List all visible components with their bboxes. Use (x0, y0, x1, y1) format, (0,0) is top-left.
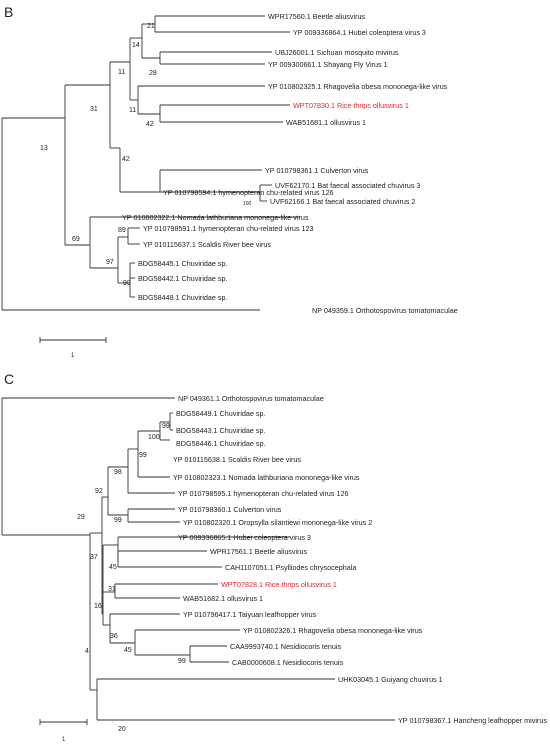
taxon-label: BDG58443.1 Chuviridae sp. (176, 426, 266, 435)
panel-b-supports: 21 14 28 11 11 42 31 42 100 13 89 69 97 … (40, 23, 252, 287)
taxon-label: BDG58442.1 Chuviridae sp. (138, 274, 228, 283)
taxon-label: CAB0000608.1 Nesidiocoris tenuis (232, 658, 343, 667)
taxon-label: YP 010802320.1 Oropsylla silantiewi mono… (183, 518, 372, 527)
panel-c-letter: C (4, 371, 14, 387)
taxon-label: NP 049361.1 Orthotospovirus tomatomacula… (178, 394, 324, 403)
panel-b-branches (1, 15, 300, 311)
taxon-label: YP 010798595.1 hymenopteran chu-related … (178, 489, 349, 498)
panel-c: C (1, 371, 547, 743)
bootstrap-value: 99 (162, 423, 170, 430)
bootstrap-value: 20 (118, 726, 126, 733)
taxon-label: BDG58446.1 Chuviridae sp. (176, 439, 266, 448)
taxon-label-highlighted: WPT07828.1 Rice thrips ollusvirus 1 (221, 580, 337, 589)
scale-bar-line (39, 337, 107, 343)
bootstrap-value: 4 (85, 648, 89, 655)
panel-b: B (1, 4, 458, 359)
taxon-label: BDG58445.1 Chuviridae sp. (138, 259, 228, 268)
panel-c-supports: 99 100 99 98 92 99 29 37 45 31 16 36 45 … (77, 423, 186, 733)
taxon-label: NP 049359.1 Orthotospovirus tomatomacula… (312, 306, 458, 315)
bootstrap-value: 100 (243, 201, 252, 207)
taxon-label: WAB51681.1 ollusvirus 1 (286, 118, 366, 127)
taxon-label: CAH1107051.1 Psylliodes chrysocephala (225, 563, 356, 572)
taxon-label: YP 010798367.1 Hancheng leafhopper mivir… (398, 716, 547, 725)
panel-b-taxa: WPR17560.1 Beetle aliusvirus YP 00933686… (122, 12, 458, 315)
taxon-label: YP 010802323.1 Nomada lathburiana monone… (173, 473, 360, 482)
taxon-label: YP 010115638.1 Scaldis River bee virus (173, 455, 301, 464)
scale-bar-label: 1 (62, 737, 66, 743)
bootstrap-value: 16 (94, 603, 102, 610)
taxon-label: YP 010115637.1 Scaldis River bee virus (143, 240, 271, 249)
bootstrap-value: 97 (106, 259, 114, 266)
bootstrap-value: 92 (95, 488, 103, 495)
taxon-label: YP 009336865.1 Hubei coleoptera virus 3 (178, 533, 311, 542)
panel-b-scale-bar: 1 (39, 337, 107, 359)
taxon-label: YP 010802325.1 Rhagovelia obesa mononega… (268, 82, 448, 91)
taxon-label: WPR17560.1 Beetle aliusvirus (268, 12, 365, 21)
panel-c-branches (1, 397, 395, 721)
bootstrap-value: 42 (146, 121, 154, 128)
bootstrap-value: 45 (124, 647, 132, 654)
taxon-label: UVF62166.1 Bat faecal associated chuviru… (270, 197, 415, 206)
scale-bar-label: 1 (71, 353, 75, 359)
taxon-label: CAA9993740.1 Nesidiocoris tenuis (230, 642, 341, 651)
bootstrap-value: 29 (77, 514, 85, 521)
bootstrap-value: 98 (114, 469, 122, 476)
bootstrap-value: 99 (139, 452, 147, 459)
bootstrap-value: 31 (108, 586, 116, 593)
panel-c-scale-bar: 1 (39, 719, 88, 743)
bootstrap-value: 45 (109, 564, 117, 571)
panel-c-taxa: NP 049361.1 Orthotospovirus tomatomacula… (173, 394, 547, 725)
bootstrap-value: 99 (123, 280, 131, 287)
bootstrap-value: 36 (110, 633, 118, 640)
bootstrap-value: 99 (114, 517, 122, 524)
bootstrap-value: 28 (149, 70, 157, 77)
taxon-label: BDG58449.1 Chuviridae sp. (176, 409, 266, 418)
bootstrap-value: 42 (122, 156, 130, 163)
taxon-label: UBJ26001.1 Sichuan mosquito mivirus (275, 48, 399, 57)
taxon-label: WPR17561.1 Beetle aliusvirus (210, 547, 307, 556)
taxon-label: YP 010798361.1 Culverton virus (265, 166, 369, 175)
taxon-label: YP 010796417.1 Taiyuan leafhopper virus (183, 610, 317, 619)
bootstrap-value: 37 (90, 554, 98, 561)
bootstrap-value: 13 (40, 145, 48, 152)
taxon-label: YP 009336864.1 Hubei coleoptera virus 3 (293, 28, 426, 37)
bootstrap-value: 89 (118, 227, 126, 234)
taxon-label: YP 010798591.1 hymenopteran chu-related … (143, 224, 314, 233)
taxon-label-highlighted: WPT07830.1 Rice thrips ollusvirus 1 (293, 101, 409, 110)
taxon-label: UVF62170.1 Bat faecal associated chuviru… (275, 181, 420, 190)
bootstrap-value: 11 (129, 107, 136, 114)
panel-b-letter: B (4, 4, 13, 20)
taxon-label: BDG58448.1 Chuviridae sp. (138, 293, 228, 302)
bootstrap-value: 69 (72, 236, 80, 243)
taxon-label: YP 010798360.1 Culverton virus (178, 505, 282, 514)
taxon-label: WAB51682.1 ollusvirus 1 (183, 594, 263, 603)
bootstrap-value: 21 (147, 23, 155, 30)
taxon-label: YP 010798594.1 hymenopteran chu-related … (163, 188, 334, 197)
taxon-label: YP 009300661.1 Shayang Fly Virus 1 (268, 60, 388, 69)
scale-bar-line (39, 719, 88, 725)
bootstrap-value: 31 (90, 106, 98, 113)
bootstrap-value: 99 (178, 658, 186, 665)
bootstrap-value: 14 (132, 42, 140, 49)
bootstrap-value: 100 (148, 434, 160, 441)
taxon-label: YP 010802322.1 Nomada lathburiana monone… (122, 213, 309, 222)
bootstrap-value: 11 (118, 69, 125, 76)
taxon-label: YP 010802326.1 Rhagovelia obesa mononega… (243, 626, 423, 635)
taxon-label: UHK03045.1 Guiyang chuvirus 1 (338, 675, 443, 684)
